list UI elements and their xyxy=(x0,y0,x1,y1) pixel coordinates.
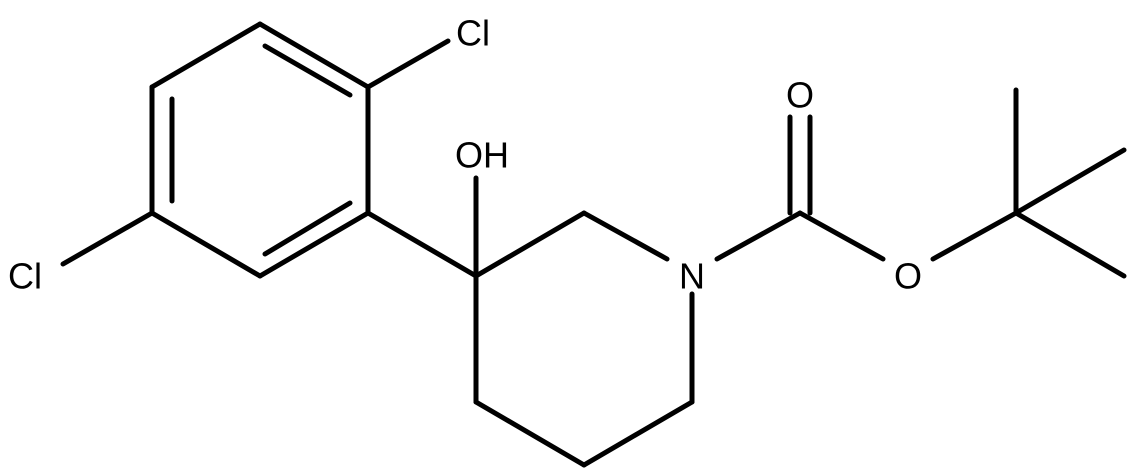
atom-label-carbonyl-oxygen: O xyxy=(786,75,814,116)
bond-oester-tbu xyxy=(930,210,1019,262)
bond-ring-1 xyxy=(257,21,371,90)
bond-ring-4 xyxy=(149,210,263,279)
atom-label-hydroxyl: OH xyxy=(455,135,509,176)
bond-ring-3 xyxy=(257,210,371,279)
bond-aryl-c3 xyxy=(365,210,479,279)
atom-label-ester-oxygen: O xyxy=(894,256,922,297)
bond-tbu-methyl-right xyxy=(1013,147,1127,216)
bond-carbonyl-oester xyxy=(797,210,886,262)
atom-label-nitrogen: N xyxy=(679,256,705,297)
bond-cl-top xyxy=(365,38,451,90)
bond-tbu-methyl-down xyxy=(1013,210,1127,279)
atom-label-cl-top: Cl xyxy=(456,13,490,54)
bond-cl-left xyxy=(60,210,155,267)
bond-c3-c2 xyxy=(473,210,587,279)
dichlorophenyl-ring xyxy=(149,21,371,279)
bond-ring-6 xyxy=(149,21,263,90)
bond-ring-3-inner xyxy=(262,200,353,257)
bond-c5-c4 xyxy=(473,399,587,468)
atom-label-cl-left: Cl xyxy=(8,256,42,297)
piperidine-ring xyxy=(473,175,695,468)
bond-n-carbonyl xyxy=(714,210,803,262)
bond-c2-n xyxy=(581,210,670,262)
bond-c6-c5 xyxy=(581,399,695,468)
boc-group xyxy=(714,87,1127,279)
bond-ring-1-inner xyxy=(262,43,353,98)
